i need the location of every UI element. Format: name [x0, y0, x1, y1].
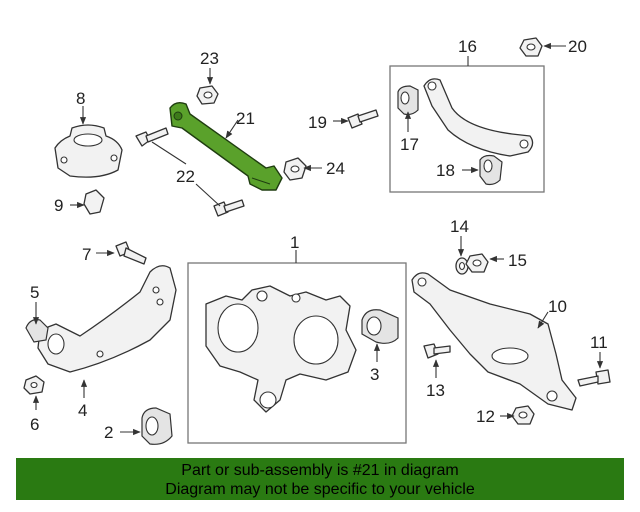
callout-5[interactable]: 5	[30, 283, 39, 302]
callout-21[interactable]: 21	[236, 109, 255, 128]
callout-11[interactable]: 11	[590, 333, 608, 352]
part-13-bolt[interactable]	[423, 343, 451, 359]
callout-7[interactable]: 7	[82, 245, 91, 264]
callout-14[interactable]: 14	[450, 217, 469, 236]
part-23-nut[interactable]	[196, 85, 219, 105]
part-5-bushing[interactable]	[25, 319, 49, 343]
part-8-mount[interactable]	[54, 124, 123, 178]
banner-line-1: Part or sub-assembly is #21 in diagram	[181, 462, 459, 479]
parts-diagram: 8 9 23 21 22 24 19 20 16 17 18 7 1 5 3 4…	[23, 37, 611, 445]
callout-1[interactable]: 1	[290, 233, 299, 252]
callout-16[interactable]: 16	[458, 37, 477, 56]
callout-15[interactable]: 15	[508, 251, 527, 270]
callout-6[interactable]: 6	[30, 415, 39, 434]
callout-2[interactable]: 2	[104, 423, 113, 442]
callout-17[interactable]: 17	[400, 135, 419, 154]
part-10-lower-arm[interactable]	[411, 272, 577, 411]
info-banner: Part or sub-assembly is #21 in diagram D…	[16, 458, 624, 500]
callout-19[interactable]: 19	[308, 113, 327, 132]
part-12-nut[interactable]	[511, 405, 535, 425]
callout-8[interactable]: 8	[76, 89, 85, 108]
callout-10[interactable]: 10	[548, 297, 567, 316]
part-19-bolt[interactable]	[347, 109, 379, 129]
part-15-nut[interactable]	[465, 253, 489, 273]
part-21-control-arm[interactable]	[169, 101, 283, 191]
callout-23[interactable]: 23	[200, 49, 219, 68]
part-2-bushing[interactable]	[141, 407, 173, 445]
part-22-bolt-bottom[interactable]	[213, 199, 245, 217]
part-7-bolt[interactable]	[115, 241, 147, 265]
callout-numbers: 8 9 23 21 22 24 19 20 16 17 18 7 1 5 3 4…	[30, 37, 608, 442]
part-16-upper-arm[interactable]	[423, 78, 534, 157]
part-24-nut[interactable]	[283, 157, 307, 181]
part-9-clip[interactable]	[83, 189, 105, 215]
part-20-nut[interactable]	[519, 37, 543, 57]
callout-9[interactable]: 9	[54, 196, 63, 215]
callout-4[interactable]: 4	[78, 401, 87, 420]
group-box-16	[389, 65, 545, 193]
group-box-1	[187, 262, 407, 444]
part-17-bushing[interactable]	[397, 85, 419, 116]
part-3-bushing[interactable]	[361, 309, 399, 344]
part-11-bolt[interactable]	[577, 369, 611, 387]
part-18-bushing[interactable]	[479, 154, 503, 186]
callout-13[interactable]: 13	[426, 381, 445, 400]
callout-3[interactable]: 3	[370, 365, 379, 384]
part-22-bolt-top[interactable]	[135, 127, 169, 147]
callout-18[interactable]: 18	[436, 161, 455, 180]
callout-24[interactable]: 24	[326, 159, 345, 178]
callout-20[interactable]: 20	[568, 37, 587, 56]
part-14-washer[interactable]	[455, 257, 469, 275]
part-6-nut[interactable]	[23, 375, 45, 395]
leader-lines	[32, 42, 604, 436]
callout-12[interactable]: 12	[476, 407, 495, 426]
part-1-knuckle[interactable]	[205, 285, 357, 413]
part-4-lower-arm[interactable]	[37, 265, 177, 373]
banner-line-2: Diagram may not be specific to your vehi…	[165, 481, 475, 498]
callout-22[interactable]: 22	[176, 167, 195, 186]
